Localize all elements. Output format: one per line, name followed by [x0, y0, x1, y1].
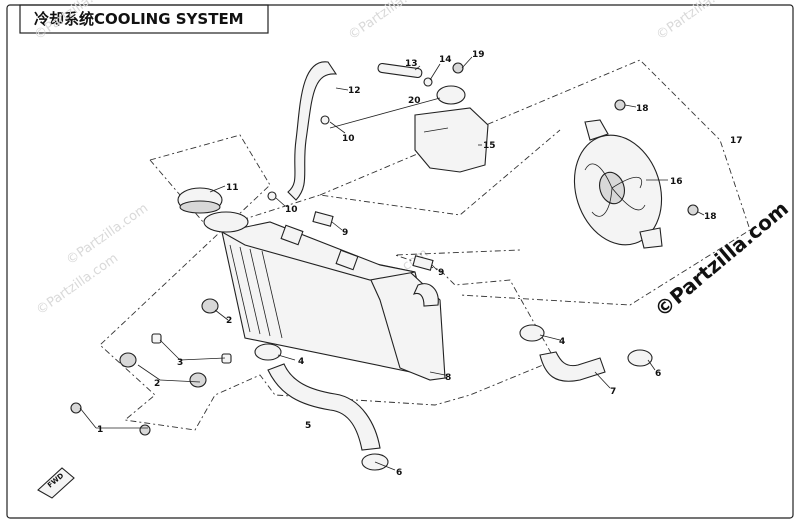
collar — [151, 333, 162, 344]
callout-17: 17 — [730, 136, 743, 146]
coolant-reservoir — [414, 107, 489, 173]
callout-9: 9 — [342, 228, 348, 238]
hose-clip — [320, 115, 330, 125]
bolt — [614, 99, 626, 111]
forward-arrow-icon: FWD — [37, 467, 75, 499]
rubber-grommet — [119, 352, 137, 368]
callout-5: 5 — [305, 421, 311, 431]
hose-clamp — [519, 324, 545, 342]
rubber-grommet — [189, 372, 207, 388]
mounting-bracket — [412, 255, 434, 271]
callout-15: 15 — [483, 141, 496, 151]
title-box — [19, 4, 269, 34]
radiator-top-tank — [220, 221, 416, 281]
hose-clamp — [627, 349, 653, 367]
callout-6: 6 — [655, 369, 661, 379]
radiator-outlet-elbow — [412, 283, 439, 307]
callout-4: 4 — [298, 357, 304, 367]
radiator-fins — [229, 244, 283, 339]
callout-6: 6 — [396, 468, 402, 478]
mounting-bracket — [312, 211, 334, 227]
bolt — [70, 402, 82, 414]
fan-bracket-bottom — [639, 227, 663, 249]
callout-18: 18 — [704, 212, 717, 222]
callout-18: 18 — [636, 104, 649, 114]
rubber-grommet — [201, 298, 219, 314]
hose-clip — [267, 191, 277, 201]
diagram-frame — [6, 4, 794, 519]
callout-13: 13 — [405, 59, 418, 69]
callout-1: 1 — [97, 425, 103, 435]
reservoir-cap — [436, 85, 466, 105]
overflow-hose — [287, 61, 338, 201]
callout-7: 7 — [610, 387, 616, 397]
collar — [221, 353, 232, 364]
radiator-cap-seal — [179, 200, 221, 214]
callout-20: 20 — [408, 96, 421, 106]
radiator-bracket-left — [280, 224, 304, 246]
fan-bracket-top — [584, 119, 609, 141]
callout-11: 11 — [226, 183, 239, 193]
diagram-title: 冷却系统COOLING SYSTEM — [34, 10, 244, 28]
watermark: ©Partzilla.com — [654, 0, 741, 43]
group-outline-fan — [319, 59, 751, 306]
hose-clamp — [254, 343, 282, 361]
callout-10: 10 — [285, 205, 298, 215]
radiator-filler-neck — [203, 211, 249, 233]
radiator-bracket-right — [335, 249, 359, 271]
bolt — [452, 62, 464, 74]
callout-12: 12 — [348, 86, 361, 96]
group-outline-radiator — [99, 134, 556, 431]
reservoir-level-mark — [423, 127, 449, 133]
bolt — [687, 204, 699, 216]
callout-9: 9 — [438, 268, 444, 278]
callout-10: 10 — [342, 134, 355, 144]
callout-3: 3 — [177, 358, 183, 368]
callout-2: 2 — [226, 316, 232, 326]
callout-16: 16 — [670, 177, 683, 187]
callout-14: 14 — [439, 55, 452, 65]
callout-4: 4 — [559, 337, 565, 347]
watermark: ©Partzilla.com — [346, 0, 433, 43]
bolt — [139, 424, 151, 436]
watermark-large: ©Partzilla.com — [650, 196, 793, 322]
callout-19: 19 — [472, 50, 485, 60]
cooling-fan-blades — [584, 163, 646, 217]
callout-2: 2 — [154, 379, 160, 389]
callout-8: 8 — [445, 373, 451, 383]
leader-lines — [79, 56, 705, 471]
lower-radiator-hose — [267, 363, 381, 451]
overflow-pipe — [377, 62, 423, 79]
radiator-outlet-hose — [539, 351, 606, 382]
